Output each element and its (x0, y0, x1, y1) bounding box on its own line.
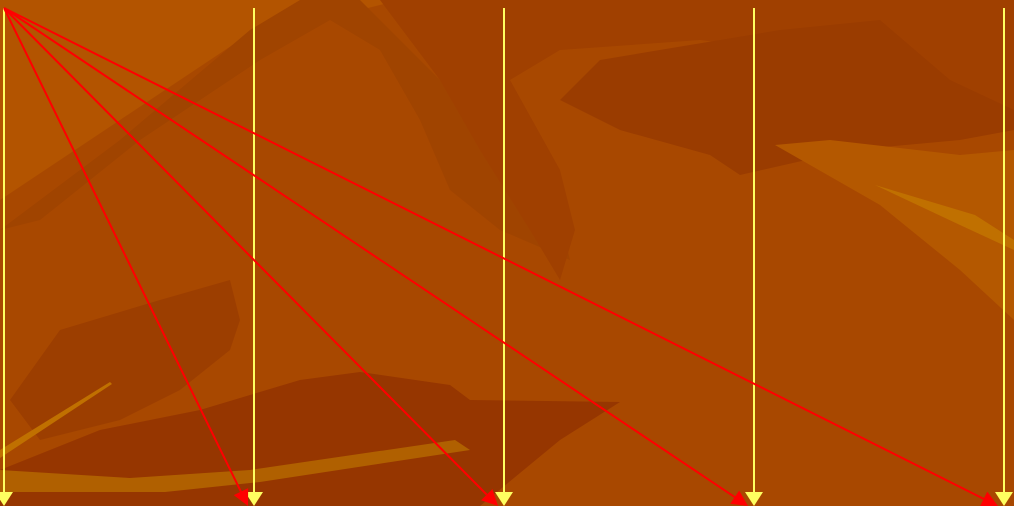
background-terrain (0, 0, 1014, 506)
arrow-diagram-canvas (0, 0, 1014, 506)
